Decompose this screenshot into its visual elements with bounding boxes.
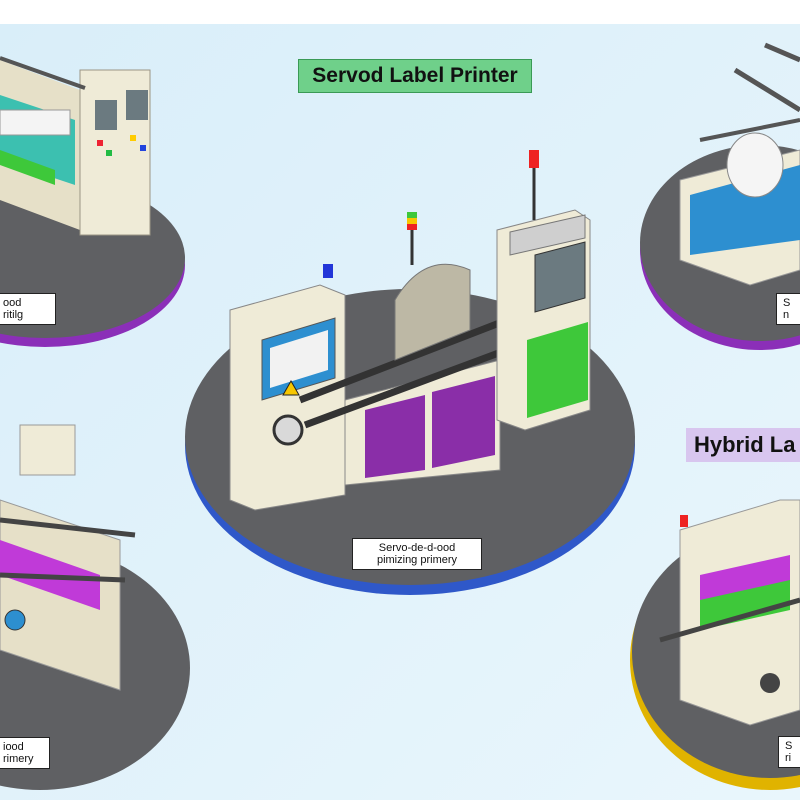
- caption-line-2: ri: [785, 752, 792, 764]
- roller-icon: [272, 414, 304, 446]
- machine-top-left: [0, 56, 151, 236]
- caption-line-1: Servo-de-d-ood: [378, 542, 456, 554]
- caption-line-1: S: [783, 297, 791, 309]
- platform-top-left: [0, 56, 185, 347]
- machine-top-right: [679, 42, 800, 286]
- control-screen-icon: [534, 241, 586, 313]
- hybrid-label-banner: Hybrid La: [686, 428, 800, 462]
- caption-line-1: ood: [3, 297, 22, 309]
- top-left-machine-caption: ood ritilg: [0, 293, 56, 325]
- caption-line-2: n: [783, 309, 790, 321]
- platform-bottom-right: [630, 499, 800, 790]
- bottom-left-machine-caption: iood rimery: [0, 737, 50, 769]
- platform-top-right: [640, 42, 800, 350]
- caption-line-1: S: [785, 740, 793, 752]
- platform-center: [185, 150, 635, 595]
- page-title: Servod Label Printer: [298, 59, 532, 93]
- caption-line-2: rimery: [3, 753, 34, 765]
- warning-icon: [282, 379, 300, 396]
- machine-center: [229, 150, 591, 511]
- top-right-machine-caption: S n: [776, 293, 800, 325]
- caption-line-2: ritilg: [3, 309, 24, 321]
- caption-line-2: pimizing primery: [376, 554, 458, 566]
- caption-line-1: iood: [3, 741, 24, 753]
- machine-bottom-left: [0, 424, 136, 691]
- platform-bottom-left: [0, 424, 190, 790]
- bottom-right-machine-caption: S ri: [778, 736, 800, 768]
- signal-tower-icon: [323, 150, 539, 278]
- machine-bottom-right: [659, 499, 800, 726]
- center-machine-caption: Servo-de-d-ood pimizing primery: [352, 538, 482, 570]
